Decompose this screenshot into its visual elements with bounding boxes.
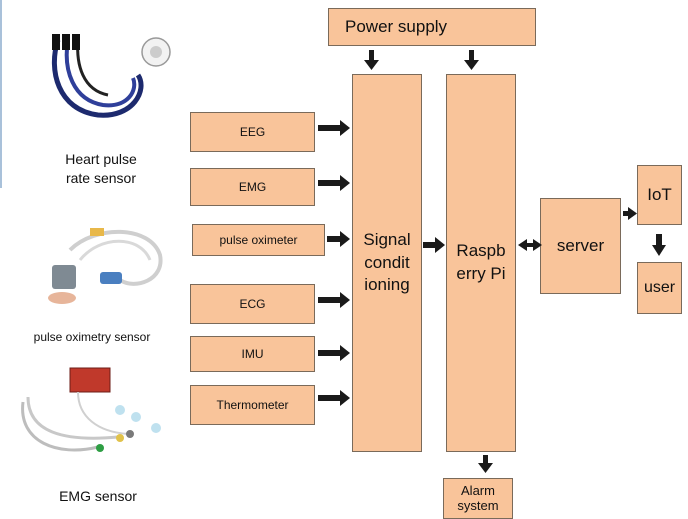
oximetry-sensor-caption-text: pulse oximetry sensor (33, 330, 151, 344)
pi-server-bidirectional-arrow (518, 239, 542, 251)
input-thermometer-label: Thermometer (216, 398, 289, 412)
power-supply-block: Power supply (328, 8, 536, 46)
oximetry-sensor-caption: pulse oximetry sensor (2, 329, 182, 345)
user-block: user (637, 262, 682, 314)
power-to-signal-arrow (364, 50, 379, 70)
iot-to-user-arrow (652, 234, 666, 256)
emg-sensor-caption-text: EMG sensor (59, 488, 137, 504)
raspberry-pi-label: Raspb erry Pi (456, 241, 506, 283)
server-label: server (556, 236, 605, 255)
input-pulse-oximeter-label: pulse oximeter (219, 233, 298, 247)
iot-block: IoT (637, 165, 682, 225)
input-thermometer: Thermometer (190, 385, 315, 425)
input-eeg: EEG (190, 112, 315, 152)
edge-line (0, 0, 2, 188)
input-ecg: ECG (190, 284, 315, 324)
signal-conditioning-block: Signal condit ioning (352, 74, 422, 452)
user-label: user (643, 279, 676, 296)
server-to-iot-arrow (623, 207, 637, 220)
ecg-arrow (318, 292, 350, 308)
eeg-arrow (318, 120, 350, 136)
input-eeg-label: EEG (239, 125, 266, 139)
signal-conditioning-label: Signal condit ioning (363, 229, 411, 295)
input-ecg-label: ECG (239, 297, 266, 311)
emg-sensor-caption: EMG sensor (28, 487, 168, 506)
emg-sensor-photo-icon (21, 367, 161, 452)
heart-sensor-caption-text: Heart pulse rate sensor (65, 151, 137, 186)
heart-sensor-caption: Heart pulse rate sensor (36, 150, 166, 188)
input-imu: IMU (190, 336, 315, 372)
power-to-pi-arrow (464, 50, 479, 70)
power-supply-label: Power supply (345, 17, 448, 36)
input-emg-label: EMG (238, 180, 267, 194)
alarm-system-label: Alarm system (457, 482, 499, 513)
thermometer-arrow (318, 390, 350, 406)
alarm-system-block: Alarm system (443, 478, 513, 519)
pi-to-alarm-arrow (478, 455, 493, 473)
iot-label: IoT (647, 185, 672, 204)
raspberry-pi-block: Raspb erry Pi (446, 74, 516, 452)
heart-pulse-sensor-photo-icon (51, 34, 171, 118)
signal-to-pi-arrow (423, 237, 445, 253)
input-imu-label: IMU (241, 347, 264, 361)
emg-arrow (318, 175, 350, 191)
imu-arrow (318, 345, 350, 361)
pulse-oximeter-arrow (327, 231, 350, 247)
pulse-oximetry-sensor-photo-icon (48, 228, 163, 304)
server-block: server (540, 198, 621, 294)
input-emg: EMG (190, 168, 315, 206)
input-pulse-oximeter: pulse oximeter (192, 224, 325, 256)
